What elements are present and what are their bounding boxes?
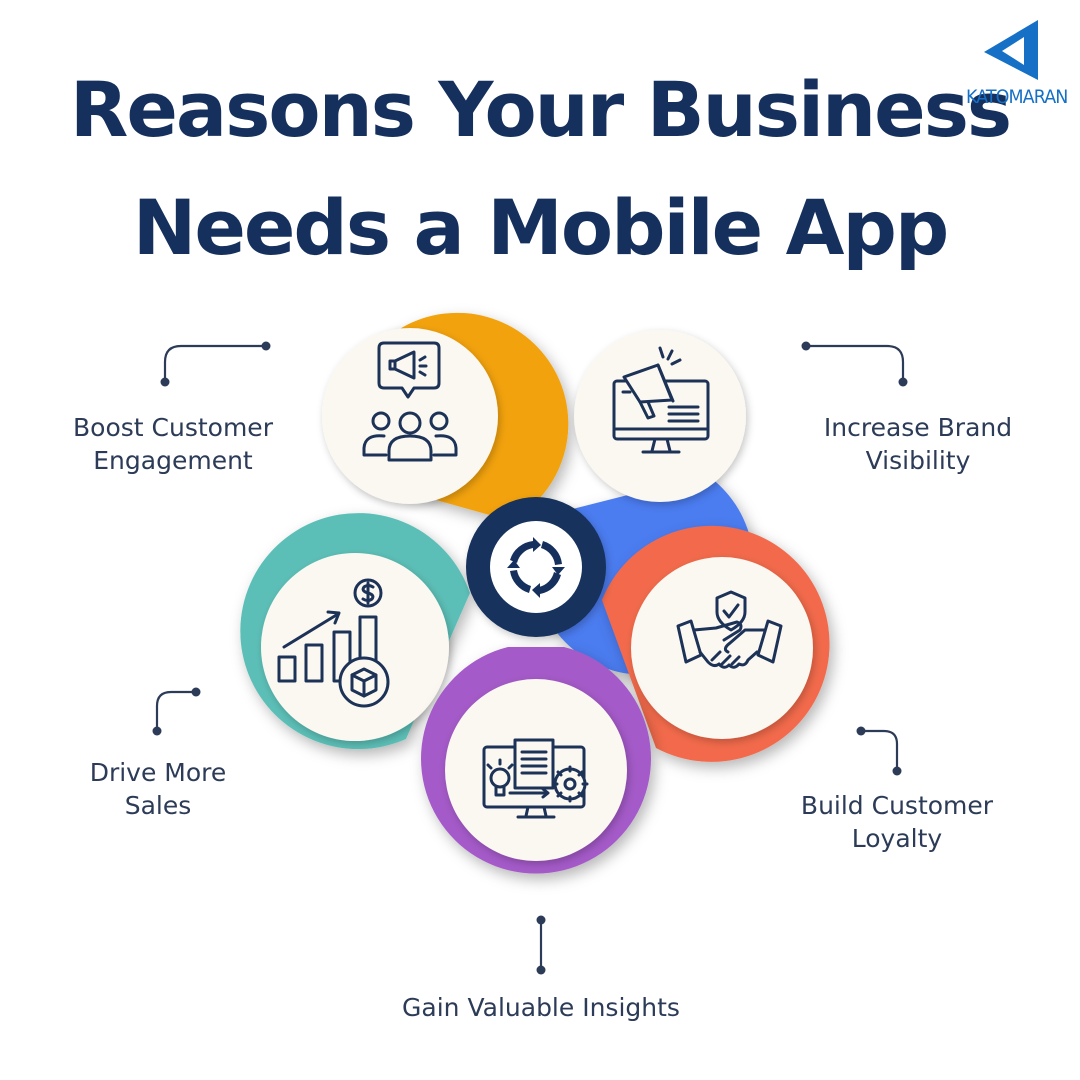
petal-boost-engagement [322, 312, 569, 521]
petal-customer-loyalty [602, 525, 830, 762]
growth-chart-icon [277, 578, 390, 708]
refresh-cycle-icon [507, 537, 565, 598]
label-brand-visibility: Increase Brand Visibility [823, 413, 1013, 475]
center-hub [466, 497, 606, 637]
monitor-megaphone-icon [612, 346, 710, 454]
petal-drive-sales [240, 513, 470, 750]
connector-lines [155, 344, 905, 969]
label-drive-sales: Drive More Sales [89, 758, 227, 820]
page-title-line-2: Needs a Mobile App [132, 183, 950, 272]
page-title-line-1: Reasons Your Business [69, 65, 1012, 154]
label-valuable-insights: Gain Valuable Insights [402, 993, 680, 1022]
brand-name: KATOMARAN [966, 86, 1068, 108]
handshake-shield-icon [676, 590, 783, 669]
connector-dots [152, 341, 908, 975]
megaphone-audience-icon [362, 341, 458, 462]
label-boost-engagement: Boost Customer Engagement [73, 413, 273, 475]
insight-dashboard-icon [482, 738, 589, 819]
label-customer-loyalty: Build Customer Loyalty [800, 791, 994, 853]
triangle-logo-icon [984, 20, 1038, 80]
